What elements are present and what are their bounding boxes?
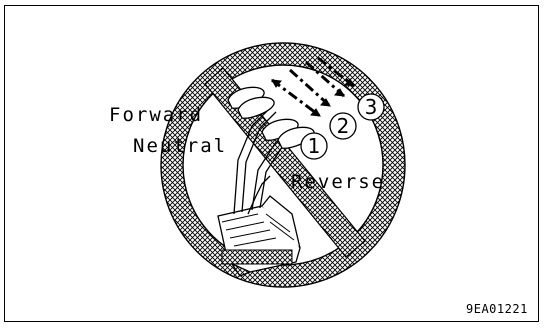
position-3-label: 3 [365, 95, 378, 119]
position-3-marker: 3 [358, 94, 384, 120]
forward-label: Forward [109, 104, 203, 126]
neutral-label: Neutral [133, 135, 227, 157]
position-1-marker: 1 [301, 133, 327, 159]
pedal-icon [218, 196, 300, 276]
position-1-label: 1 [308, 134, 321, 158]
reverse-label: Reverse [291, 171, 385, 193]
position-2-label: 2 [337, 114, 350, 138]
figure-code: 9EA01221 [466, 302, 528, 316]
position-2-marker: 2 [330, 113, 356, 139]
